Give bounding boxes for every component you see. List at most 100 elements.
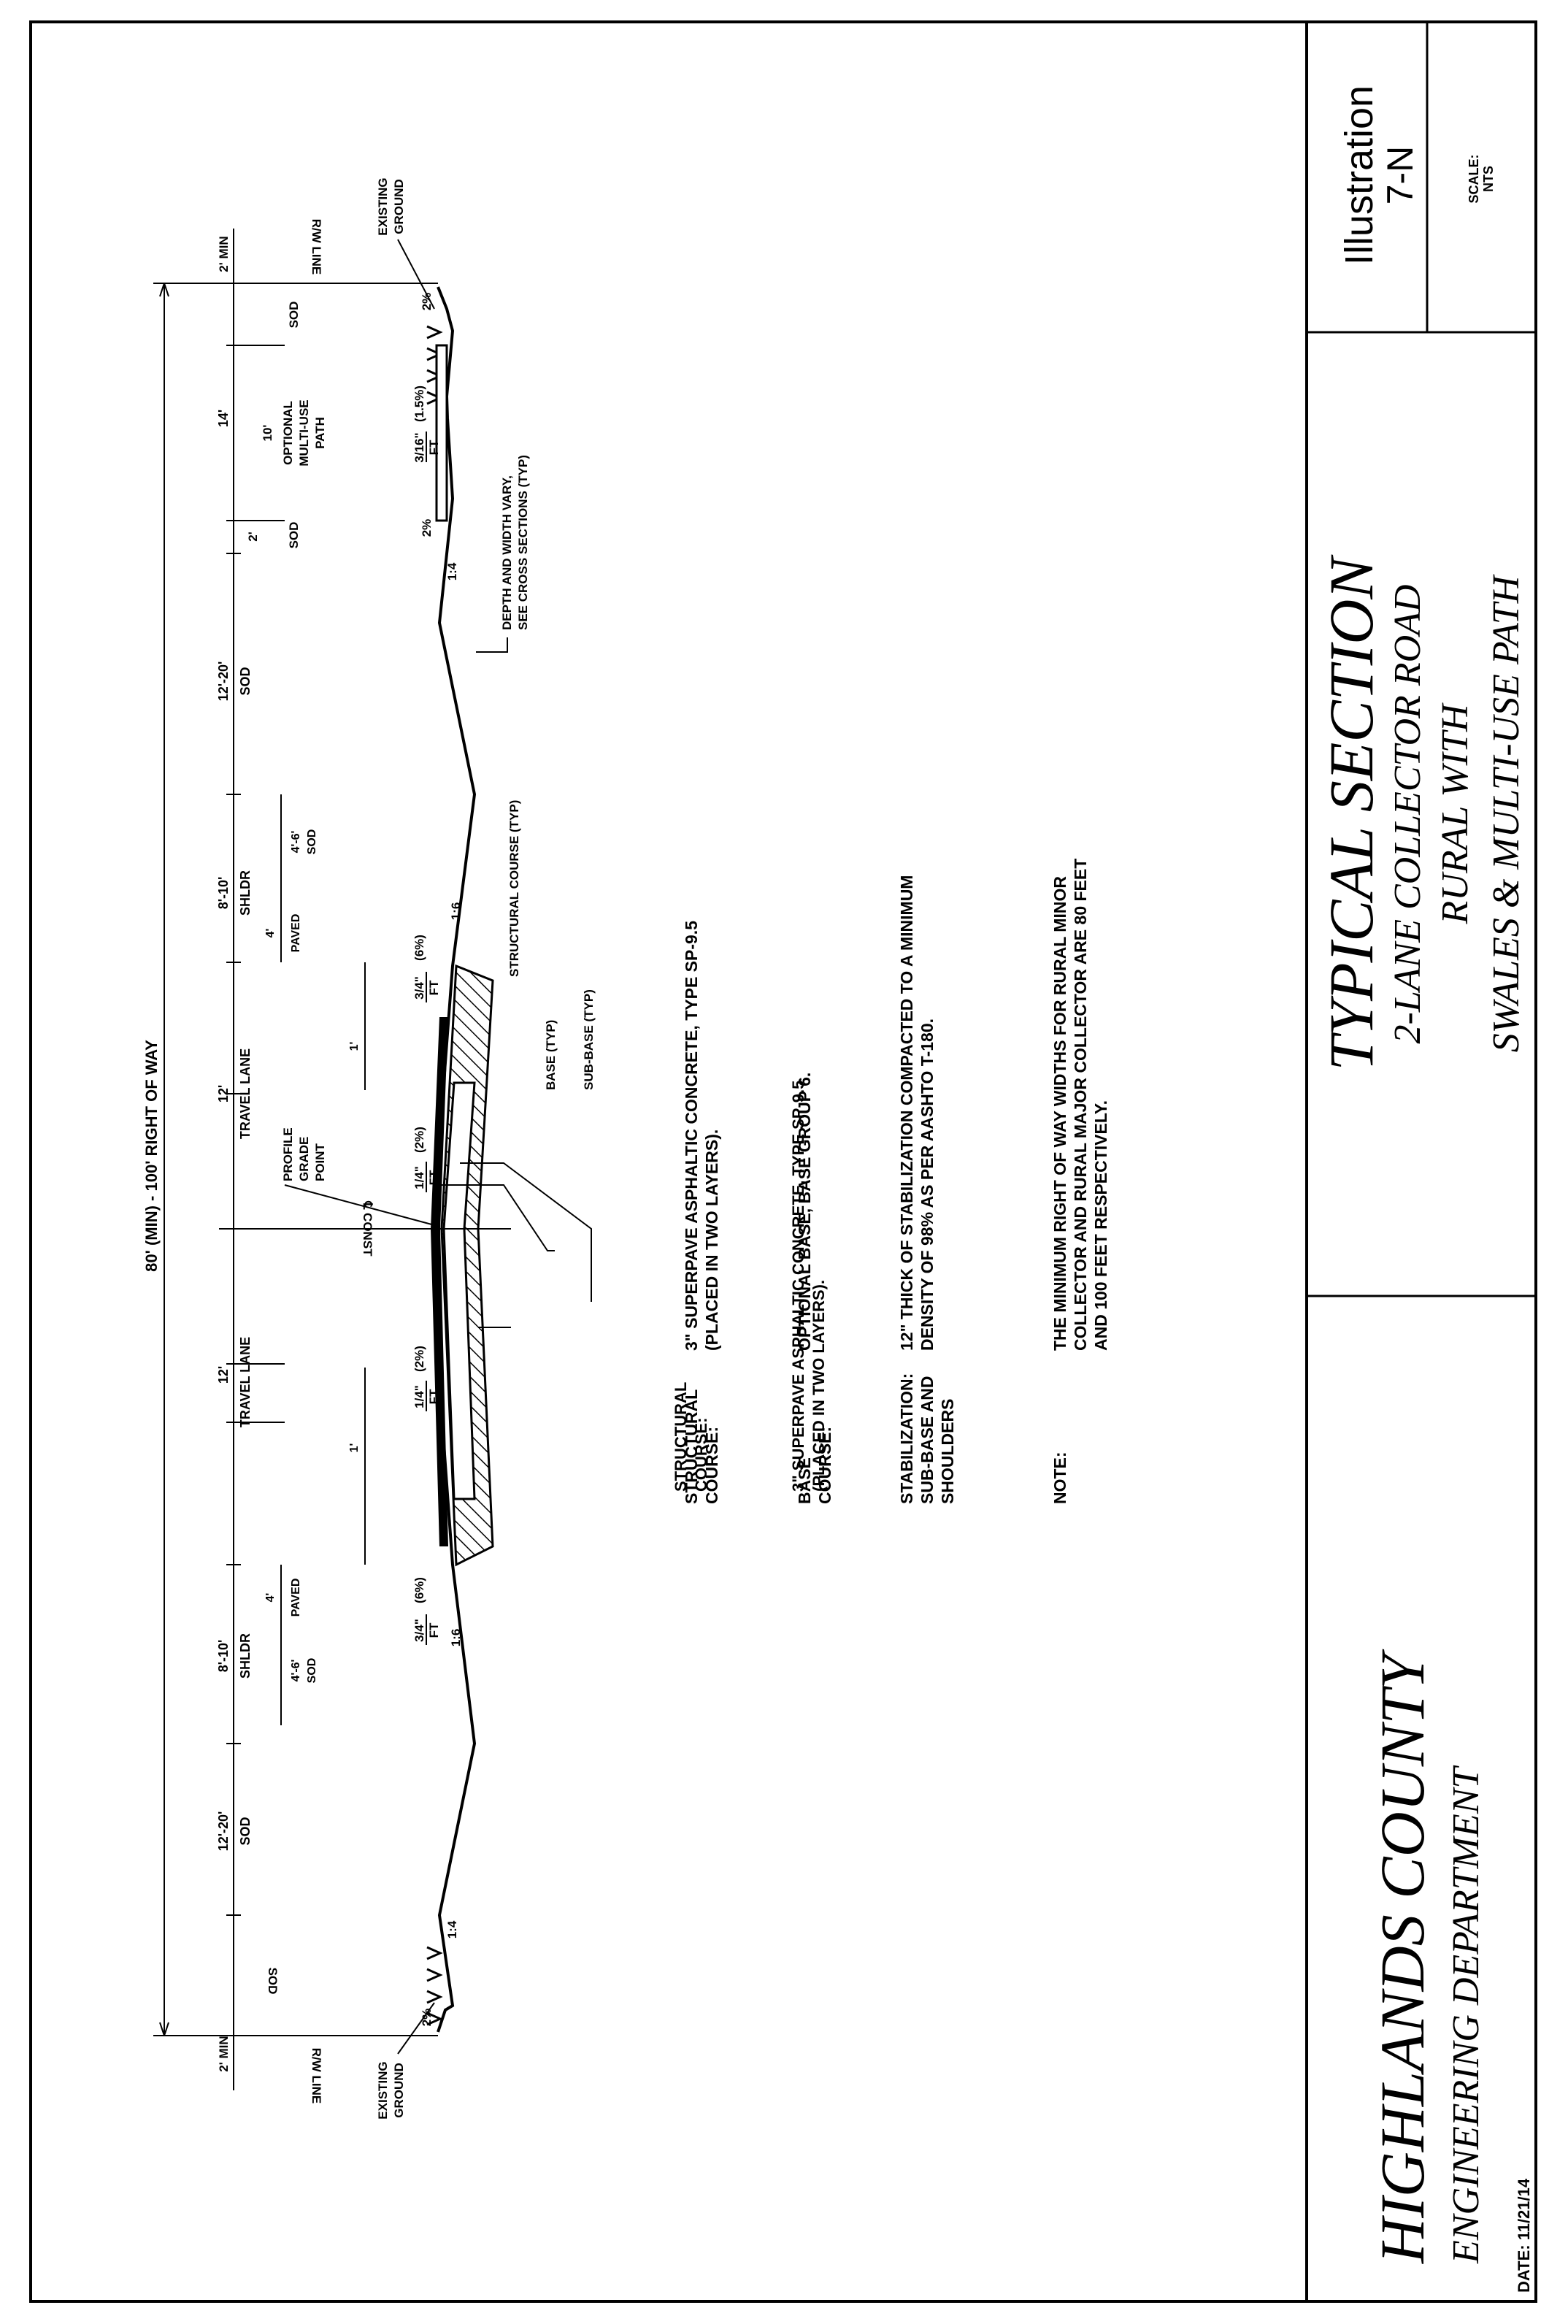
shldr-label-right: SHLDR <box>238 870 253 916</box>
note-general-text-3: AND 100 FEET RESPECTIVELY. <box>1091 1100 1110 1351</box>
path-label-2: MULTI-USE <box>297 399 311 466</box>
note-stab-label-2: SUB-BASE AND <box>918 1376 937 1505</box>
existing-ground-leader-right <box>397 239 435 310</box>
note-general-label: NOTE: <box>1050 1451 1069 1504</box>
row-dimension-arrows <box>159 283 169 2036</box>
shldr-slope-num-left: 3/4" <box>412 1619 426 1642</box>
title-block: HIGHLANDS COUNTY ENGINEERING DEPARTMENT … <box>1316 85 1533 2293</box>
shldr-width-right: 8'-10' <box>216 877 231 910</box>
note-label-structural-1: STRUCTURAL <box>672 1382 690 1492</box>
one-ft-right: 1' <box>348 1042 361 1051</box>
notes-block: STRUCTURAL COURSE: 3" SUPERPAVE ASPHALTI… <box>682 859 1110 1504</box>
drawing-title: TYPICAL SECTION <box>1316 554 1386 1071</box>
sheet-border <box>29 20 1537 2303</box>
segment-dimension-ticks <box>226 283 285 2036</box>
lane-slope-pct-left: (2%) <box>412 1346 426 1372</box>
existing-ground-right-1: EXISTING <box>376 177 390 235</box>
travel-lane-right: TRAVEL LANE <box>238 1048 253 1139</box>
note-base-text-1: OPTIONAL BASE, BASE GROUP 6. <box>795 1073 814 1351</box>
path-sod-left: SOD <box>287 522 301 549</box>
drawing-date: DATE: 11/21/14 <box>1515 2178 1533 2293</box>
shldr-slope-pct-left: (6%) <box>412 1577 426 1603</box>
sod-left-shldr: SOD <box>306 1658 318 1684</box>
note-structural-label-2: COURSE: <box>702 1427 721 1504</box>
lane-slope-num-right: 1/4" <box>412 1166 426 1189</box>
slope-14-right: 1:4 <box>445 562 459 580</box>
swale-sod-right: SOD <box>238 667 253 695</box>
multi-use-path-pavement <box>435 344 448 522</box>
existing-ground-ticks-left <box>426 1946 443 2026</box>
note-stab-text-2: DENSITY OF 98% AS PER AASHTO T-180. <box>918 1019 937 1351</box>
scale-label: SCALE: <box>1467 155 1481 204</box>
path-width: 10' <box>261 425 274 442</box>
structural-course <box>431 1017 448 1546</box>
two-min-right: 2' MIN <box>217 236 231 272</box>
sod-edge-left: SOD <box>266 1968 280 1995</box>
path-sod-right: SOD <box>287 302 301 329</box>
lane-slope-pct-right: (2%) <box>412 1127 426 1153</box>
callout-subbase: SUB-BASE (TYP) <box>582 989 596 1090</box>
shldr-label-left: SHLDR <box>238 1633 253 1679</box>
existing-ground-left-1: EXISTING <box>376 2061 390 2119</box>
const-label: ℄ CONST <box>361 1200 374 1257</box>
note-structural-label-1: STRUCTURAL <box>682 1389 701 1504</box>
paved-width-right: 4' <box>264 929 277 938</box>
callout-leader-subbase <box>460 1162 592 1302</box>
swale-width-left: 12'-20' <box>216 1811 231 1852</box>
one-ft-left: 1' <box>348 1443 361 1453</box>
callout-leader-base <box>442 1184 555 1251</box>
slope-2pct-left: 2% <box>420 2009 434 2027</box>
drawing-subtitle-3: SWALES & MULTI-USE PATH <box>1486 574 1527 1052</box>
lane-width-left: 12' <box>216 1366 231 1384</box>
path-label-3: PATH <box>313 417 327 449</box>
slope-2pct-path-right: 2% <box>420 293 434 311</box>
lane-width-right: 12' <box>216 1085 231 1102</box>
travel-lane-left: TRAVEL LANE <box>238 1337 253 1427</box>
rw-line-label-left: R/W LINE <box>310 2048 323 2104</box>
path-slope-pct: (1.5%) <box>412 386 426 422</box>
path-slope-ft: FT <box>427 440 441 455</box>
shldr-slope-pct-right: (6%) <box>412 935 426 961</box>
shldr-slope-ft-left: FT <box>427 1622 441 1638</box>
note-structural-text-2: (PLACED IN TWO LAYERS). <box>702 1130 721 1351</box>
existing-ground-left-2: GROUND <box>392 2063 406 2118</box>
profile-grade-3: POINT <box>313 1143 327 1181</box>
slope-16-left: 1:6 <box>449 1629 463 1647</box>
callout-base: BASE (TYP) <box>544 1020 558 1090</box>
note-stab-label-3: SHOULDERS <box>938 1399 957 1504</box>
lane-slope-ft-right: FT <box>427 1170 441 1185</box>
note-stab-text-1: 12" THICK OF STABILIZATION COMPACTED TO … <box>897 875 916 1351</box>
note-base-label-2: COURSE: <box>815 1427 834 1504</box>
paved-left: PAVED <box>290 1579 302 1617</box>
drawing-subtitle-1: 2-LANE COLLECTOR ROAD <box>1387 585 1429 1044</box>
swale-sod-left: SOD <box>238 1817 253 1845</box>
rw-line-label-right: R/W LINE <box>310 219 323 275</box>
paved-width-left: 4' <box>264 1593 277 1603</box>
profile-grade-1: PROFILE <box>281 1127 295 1181</box>
note-general-text-1: THE MINIMUM RIGHT OF WAY WIDTHS FOR RURA… <box>1050 876 1069 1351</box>
notes: STRUCTURAL COURSE: 3" SUPERPAVE ASPHALTI… <box>672 1081 828 1492</box>
lane-slope-num-left: 1/4" <box>412 1385 426 1408</box>
grading-profile <box>437 286 477 2033</box>
illustration-number: 7-N <box>1380 146 1421 205</box>
county-name: HIGHLANDS COUNTY <box>1367 1649 1437 2264</box>
note-label-structural-2: COURSE: <box>692 1418 710 1492</box>
note-text-structural-2: (PLACED IN TWO LAYERS). <box>810 1280 828 1492</box>
path-total-width: 14' <box>216 410 231 427</box>
cross-section-drawing: 80' (MIN) - 100' RIGHT OF WAY 2' MIN 2' … <box>142 177 828 2119</box>
department-name: ENGINEERING DEPARTMENT <box>1445 1765 1487 2264</box>
illustration-label: Illustration <box>1337 85 1381 265</box>
note-general-text-2: COLLECTOR AND RURAL MAJOR COLLECTOR ARE … <box>1071 859 1090 1351</box>
existing-ground-right-2: GROUND <box>392 179 406 234</box>
slope-16-right: 1:6 <box>449 902 463 921</box>
lane-slope-ft-left: FT <box>427 1389 441 1404</box>
path-slope-num: 3/16" <box>412 432 426 462</box>
callout-structural: STRUCTURAL COURSE (TYP) <box>507 800 521 977</box>
note-text-structural-1: 3" SUPERPAVE ASPHALTIC CONCRETE, TYPE SP… <box>789 1081 807 1492</box>
note-base-label-1: BASE <box>795 1457 814 1504</box>
row-label: 80' (MIN) - 100' RIGHT OF WAY <box>142 1040 161 1272</box>
two-min-left: 2' MIN <box>217 2036 231 2071</box>
profile-grade-2: GRADE <box>297 1137 311 1181</box>
shldr-width-left: 8'-10' <box>216 1640 231 1673</box>
paved-right: PAVED <box>290 914 302 953</box>
